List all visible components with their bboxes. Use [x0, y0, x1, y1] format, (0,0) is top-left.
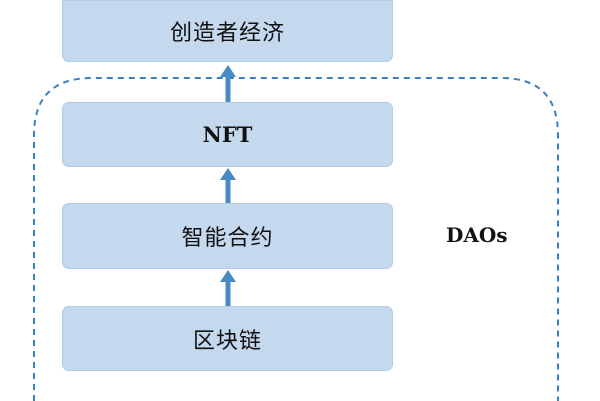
nft-label: NFT — [202, 122, 253, 147]
creator-economy-box: 创造者经济 — [62, 0, 393, 62]
arrow-up-icon — [220, 168, 236, 203]
creator-economy-label: 创造者经济 — [169, 21, 285, 46]
smart-contracts-label: 智能合约 — [181, 226, 274, 251]
daos-label: DAOs — [446, 223, 508, 247]
blockchain-label: 区块链 — [192, 328, 262, 354]
blockchain-box: 区块链 — [62, 306, 393, 371]
nft-box: NFT — [62, 102, 393, 167]
arrow-up-icon — [220, 270, 236, 306]
smart-contracts-box: 智能合约 — [62, 203, 393, 269]
arrow-up-icon — [220, 65, 236, 102]
